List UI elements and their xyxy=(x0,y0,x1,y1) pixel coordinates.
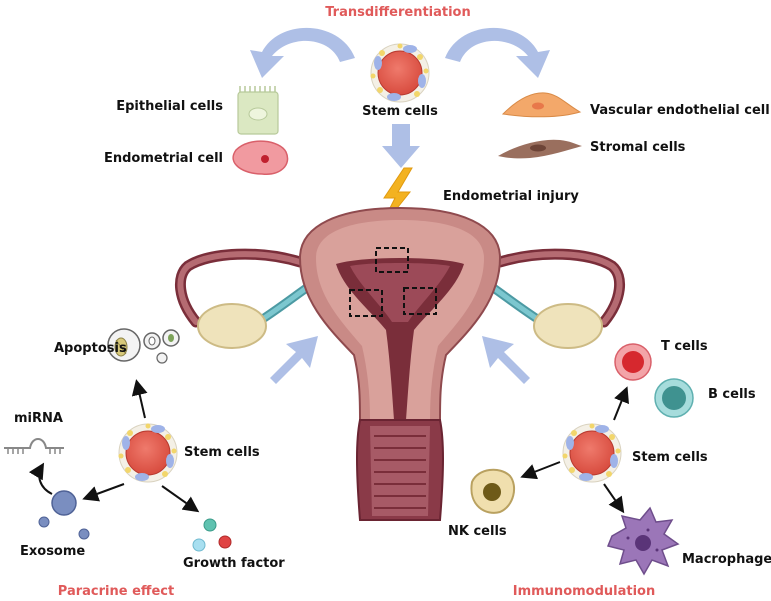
title-transdifferentiation: Transdifferentiation xyxy=(325,5,471,20)
arrow-to-t-cells xyxy=(613,386,629,421)
macrophage-icon xyxy=(606,506,680,576)
label-stem-cells-left: Stem cells xyxy=(184,445,260,460)
t-cell-icon xyxy=(614,343,652,381)
label-epithelial-cells: Epithelial cells xyxy=(116,99,223,114)
label-macrophage: Macrophage xyxy=(682,552,771,567)
arrow-to-mirna xyxy=(28,462,53,495)
curved-arrow-left xyxy=(250,27,355,79)
stem-cell-left xyxy=(118,423,178,483)
label-endometrial-injury: Endometrial injury xyxy=(443,189,579,204)
label-stromal-cells: Stromal cells xyxy=(590,140,686,155)
label-b-cells: B cells xyxy=(708,387,756,402)
arrow-to-macrophage xyxy=(603,483,625,514)
label-stem-cells-right: Stem cells xyxy=(632,450,708,465)
growth-factor-icon xyxy=(192,518,232,552)
vascular-endothelial-cell-icon xyxy=(501,92,582,118)
stem-cell-right xyxy=(562,423,622,483)
title-paracrine-effect: Paracrine effect xyxy=(58,584,174,599)
mirna-icon xyxy=(4,438,64,454)
title-immunomodulation: Immunomodulation xyxy=(513,584,656,599)
exosome-icon xyxy=(38,490,90,540)
arrow-to-exosome xyxy=(82,483,125,502)
label-stem-cells-top: Stem cells xyxy=(362,104,438,119)
endometrial-cell-icon xyxy=(232,140,289,175)
arrow-to-apoptosis xyxy=(131,379,148,419)
arrow-left-to-uterus xyxy=(270,336,318,384)
epithelial-cell-icon xyxy=(237,86,279,135)
apoptosis-icon xyxy=(107,328,180,364)
label-t-cells: T cells xyxy=(661,339,708,354)
arrow-to-nk-cells xyxy=(520,461,561,480)
arrow-right-to-uterus xyxy=(482,336,530,384)
b-cell-icon xyxy=(654,378,694,418)
stem-cell-top xyxy=(370,43,430,103)
uterus-illustration xyxy=(174,206,626,521)
label-apoptosis: Apoptosis xyxy=(54,341,127,356)
nk-cell-icon xyxy=(470,468,516,514)
arrow-to-growth-factor xyxy=(161,485,200,513)
down-arrow xyxy=(382,124,420,168)
label-exosome: Exosome xyxy=(20,544,85,559)
label-growth-factor: Growth factor xyxy=(183,556,285,571)
label-mirna: miRNA xyxy=(14,411,63,426)
label-endometrial-cell: Endometrial cell xyxy=(104,151,223,166)
stromal-cell-icon xyxy=(498,139,582,159)
label-vascular-endothelial-cell: Vascular endothelial cell xyxy=(590,103,770,118)
curved-arrow-right xyxy=(445,27,550,79)
label-nk-cells: NK cells xyxy=(448,524,507,539)
